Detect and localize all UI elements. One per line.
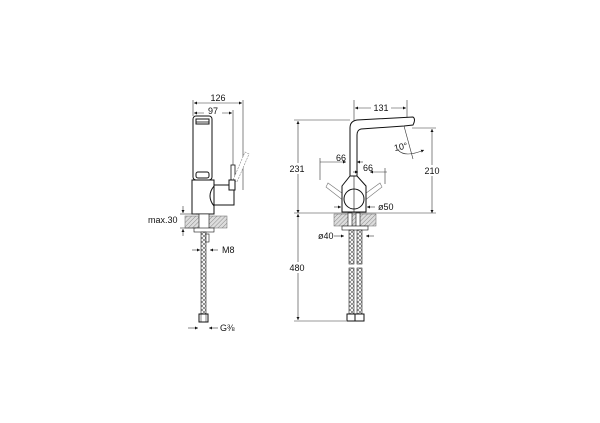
counter-front [294, 212, 436, 231]
dim-210-label: 210 [424, 166, 439, 176]
body-side [191, 179, 236, 215]
dimension-handle-left: 66 [319, 153, 363, 180]
dimension-spout-height: 210 [412, 127, 443, 213]
dim-m8-label: M8 [222, 245, 235, 255]
dim-66-right-label: 66 [363, 163, 373, 173]
dimension-thread: M8 [192, 245, 235, 255]
dimension-body-depth: 97 [194, 106, 234, 170]
dimension-base-diameter: ø50 [334, 202, 394, 212]
side-view: 126 97 [148, 92, 250, 333]
dim-97-label: 97 [208, 106, 218, 116]
dim-126-label: 126 [210, 93, 225, 103]
front-view: 131 10° 231 210 [286, 100, 443, 322]
dim-o50-label: ø50 [378, 202, 394, 212]
hose-side [198, 231, 210, 323]
body-front [341, 175, 367, 213]
dimension-connection: G⅜ [188, 323, 235, 333]
spout-side [192, 115, 213, 181]
dimension-hose-length: 480 [286, 214, 346, 322]
dimension-handle-right: 66 [353, 163, 387, 184]
dim-max30-label: max.30 [148, 215, 178, 225]
counter-side [184, 213, 228, 233]
dimension-total-height: 231 [286, 119, 350, 213]
dim-480-label: 480 [289, 263, 304, 273]
dimension-mount-diameter: ø40 [318, 231, 374, 241]
dim-66-left-label: 66 [336, 153, 346, 163]
dimension-spout-reach: 131 [353, 100, 408, 120]
dim-10deg-label: 10° [393, 140, 409, 153]
dimension-max-thickness: max.30 [148, 206, 196, 236]
dimension-overall-depth: 126 [192, 92, 244, 190]
spout-front [349, 116, 415, 181]
hoses-front [346, 229, 365, 322]
dim-131-label: 131 [373, 103, 388, 113]
dim-o40-label: ø40 [318, 231, 334, 241]
dim-g38-label: G⅜ [220, 323, 235, 333]
dim-231-label: 231 [289, 164, 304, 174]
dimension-swivel-angle: 10° [393, 125, 425, 160]
